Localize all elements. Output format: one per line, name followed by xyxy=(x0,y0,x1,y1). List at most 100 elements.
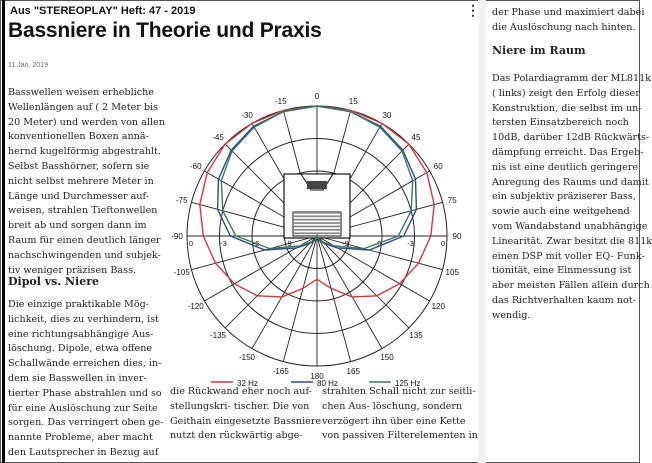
angle-tick-label: 75 xyxy=(448,196,457,205)
text-line: Wellenlängen auf ( 2 Meter bis xyxy=(8,101,159,113)
text-line: löschung. Dipole, etwa offene xyxy=(8,343,153,355)
more-vert-icon[interactable]: ⋮ xyxy=(466,2,480,18)
text-line: das Richtverhalten kaum not- xyxy=(492,294,636,306)
niere-paragraph: Das Polardiagramm der ML811k( links) zei… xyxy=(492,72,652,324)
text-line: vom Wandabstand unabhängige xyxy=(492,220,648,232)
text-line: die Rückwand eher noch auf- xyxy=(170,386,312,397)
angle-tick-label: 60 xyxy=(434,162,443,171)
angle-tick-label: 135 xyxy=(409,331,423,340)
grid-spoke xyxy=(251,235,318,349)
right-column-top: der Phase und maximiert dabei die Auslösc… xyxy=(492,6,645,36)
grid-spoke xyxy=(316,235,443,271)
text-line: nis ist eine deutlich geringere xyxy=(492,161,639,173)
text-line: Das Polardiagramm der ML811k xyxy=(492,73,651,84)
db-tick-label: 0 xyxy=(441,239,445,248)
text-line: sowie auch eine weitgehend xyxy=(492,206,630,218)
text-line: den Lautsprecher in Bezug auf xyxy=(8,446,159,458)
text-line: tionität, eine Einmessung ist xyxy=(492,265,632,277)
angle-tick-label: -150 xyxy=(239,353,256,362)
woofer-grille xyxy=(293,218,341,221)
article-title: Bassniere in Theorie und Praxis xyxy=(8,19,322,42)
text-line: nachschwingenden und subjek- xyxy=(8,249,161,261)
angle-tick-label: 15 xyxy=(349,97,358,106)
polar-diagram: 015-1530-3045-4560-6075-7590-90105-10512… xyxy=(171,92,462,388)
text-line: eine richtungsabhängige Aus- xyxy=(8,328,154,340)
woofer-grille xyxy=(293,212,341,214)
heading-niere: Niere im Raum xyxy=(492,44,586,57)
angle-tick-label: 0 xyxy=(315,92,320,101)
text-line: weisen, strahlen Tiefton­wellen xyxy=(8,205,158,217)
text-line: sorgen. Das verringert oben ge- xyxy=(8,417,164,429)
angle-tick-label: 105 xyxy=(446,268,460,277)
grid-spoke xyxy=(282,235,318,362)
text-line: nutzt den rückwärtig abge- xyxy=(170,430,303,442)
woofer-grille xyxy=(293,225,341,228)
text-line: 20 Meter) und werden von allen xyxy=(8,116,165,128)
angle-tick-label: -60 xyxy=(190,162,202,171)
angle-tick-label: 45 xyxy=(412,133,421,142)
article-date: 11 Jan. 2019 xyxy=(8,62,48,69)
text-line: aber meisten Fällen allein durch xyxy=(492,280,650,292)
grid-spoke xyxy=(224,235,318,329)
column-gutter xyxy=(478,0,486,463)
dipol-paragraph: Die einzige praktikable Mög-lichkeit, di… xyxy=(8,298,164,461)
text-line: Basswellen weisen erhebliche xyxy=(8,87,154,98)
text-line: Selbst Basshörner, sofern sie xyxy=(8,160,150,172)
text-line: konventionellen Boxen annä- xyxy=(8,131,149,143)
db-tick-label: -9 xyxy=(342,239,349,248)
text-line: Geithain eingesetzte Bassniere xyxy=(170,415,322,427)
series-curve-32hz xyxy=(199,105,435,298)
text-line: die Auslöschung nach hinten. xyxy=(492,21,636,33)
angle-tick-label: 90 xyxy=(453,232,462,241)
angle-tick-label: -120 xyxy=(188,302,205,311)
dipol-paragraph-cont-2: strahlten Schall nicht zur seitli-chen A… xyxy=(322,385,478,444)
db-tick-label: -3 xyxy=(220,239,227,248)
angle-tick-label: -30 xyxy=(241,111,253,120)
text-line: dämpfung erreicht. Das Ergeb- xyxy=(492,146,644,158)
text-line: verzögert ihn über eine Kette xyxy=(322,415,466,427)
text-line: Raum für einen deutlich länger xyxy=(8,234,161,246)
text-line: ein subjektiv präziserer Bass, xyxy=(492,191,636,203)
text-line: 10dB, darüber 12dB Rückwärts- xyxy=(492,132,650,144)
text-line: stellungskri- tischer. Die von xyxy=(170,400,310,412)
text-line: Anregung des Raums und damit xyxy=(492,176,649,188)
db-tick-label: -3 xyxy=(407,239,414,248)
angle-tick-label: 30 xyxy=(383,111,392,120)
text-line: für eine Auslöschung zur Seite xyxy=(8,402,158,414)
woofer-grille xyxy=(293,232,341,235)
legend-label: 80 Hz xyxy=(317,379,338,388)
angle-tick-label: -45 xyxy=(212,133,224,142)
tweeter-icon xyxy=(307,181,327,189)
text-line: lichkeit, dies zu verhindern, ist xyxy=(8,313,159,325)
text-line: Konstruktion, die selbst im un- xyxy=(492,102,642,114)
article-source: Aus "STEREOPLAY" Heft: 47 - 2019 xyxy=(10,5,196,17)
text-line: Die einzige praktikable Mög- xyxy=(8,299,150,310)
woofer-grille xyxy=(293,222,341,224)
angle-tick-label: 180 xyxy=(310,372,324,381)
series-curve-125hz xyxy=(220,105,414,250)
legend-label: 32 Hz xyxy=(237,379,258,388)
text-line: einen DSP mit voller EQ- Funk- xyxy=(492,250,645,262)
angle-tick-label: 150 xyxy=(380,353,394,362)
text-line: nannte Probleme, aber macht xyxy=(8,432,153,444)
left-edge-bar xyxy=(2,0,5,463)
grid-spoke xyxy=(316,235,410,329)
woofer-grille xyxy=(293,229,341,231)
angle-tick-label: -75 xyxy=(176,196,188,205)
grid-spoke xyxy=(316,235,352,362)
text-line: strahlten Schall nicht zur seitli- xyxy=(322,386,476,397)
angle-tick-label: -165 xyxy=(273,367,290,376)
angle-tick-label: -90 xyxy=(171,232,183,241)
dipol-paragraph-cont-1: die Rückwand eher noch auf-stellungskri-… xyxy=(170,385,322,444)
angle-tick-label: -135 xyxy=(210,331,227,340)
text-line: tersten Einsatzbereich noch xyxy=(492,117,629,129)
text-line: wendig. xyxy=(492,309,531,321)
text-line: Linearität. Zwar besitzt die 811k xyxy=(492,235,652,247)
text-line: der Phase und maximiert dabei xyxy=(492,7,645,18)
db-tick-label: 0 xyxy=(189,239,193,248)
text-line: tiv weniger präzisen Bass. xyxy=(8,264,137,276)
db-tick-label: -9 xyxy=(285,239,292,248)
text-line: chen Aus- löschung, sondern xyxy=(322,400,463,412)
text-line: tierter Phase abstrahlen und so xyxy=(8,387,162,399)
